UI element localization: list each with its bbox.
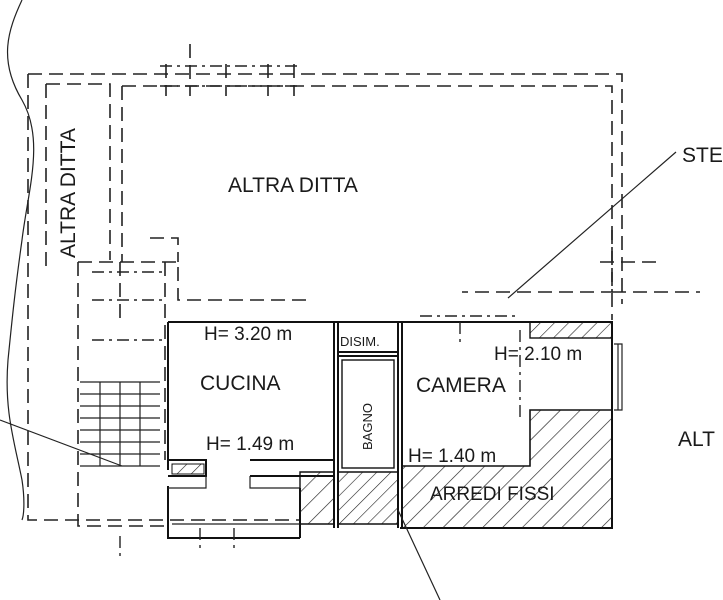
- hatch-arredi-fissi: [401, 409, 613, 529]
- label-altra-ditta-left: ALTRA DITTA: [57, 128, 80, 258]
- hatch-bagno: [337, 471, 399, 525]
- cucina-sill: [168, 476, 300, 489]
- label-height-cucina: H= 3.20 m: [204, 324, 292, 345]
- label-alt: ALT: [678, 428, 715, 451]
- top-dashed-verticals: [165, 44, 295, 96]
- top-dashed-horizontals: [160, 65, 300, 87]
- label-arredi-fissi: ARREDI FISSI: [430, 484, 555, 505]
- dimension-ticks: [119, 315, 521, 560]
- label-height-camera: H= 2.10 m: [494, 344, 582, 365]
- left-annex-verticals: [119, 262, 166, 460]
- inner-dashed-left: [46, 83, 111, 260]
- stair-grid: [80, 381, 160, 467]
- label-ste: STE: [682, 144, 723, 167]
- altra-ditta-block: [122, 85, 613, 293]
- cucina-grill: [171, 463, 205, 475]
- label-height-cucina-low: H= 1.49 m: [206, 434, 294, 455]
- left-annex-inner: [92, 271, 165, 341]
- leader-left: [0, 419, 123, 467]
- label-cucina: CUCINA: [200, 372, 281, 395]
- label-altra-ditta-main: ALTRA DITTA: [228, 174, 358, 197]
- boundary-curve: [6, 0, 35, 521]
- label-bagno: BAGNO: [360, 403, 375, 450]
- disim-partition: [338, 351, 398, 357]
- leader-ste: [507, 151, 677, 299]
- leader-bottom: [397, 509, 441, 600]
- label-camera: CAMERA: [416, 374, 506, 397]
- label-height-bagno-low: H= 1.40 m: [408, 446, 496, 467]
- label-disim: DISIM.: [340, 334, 380, 349]
- outer-dashed-left: [27, 74, 300, 521]
- right-dashed: [600, 230, 700, 320]
- left-annex: [77, 237, 310, 527]
- hatch-cucina-low: [299, 471, 335, 525]
- camera-window: [614, 343, 623, 411]
- main-wall-left: [167, 322, 301, 539]
- bagno-door: [341, 359, 395, 469]
- hatch-camera-top: [529, 321, 613, 339]
